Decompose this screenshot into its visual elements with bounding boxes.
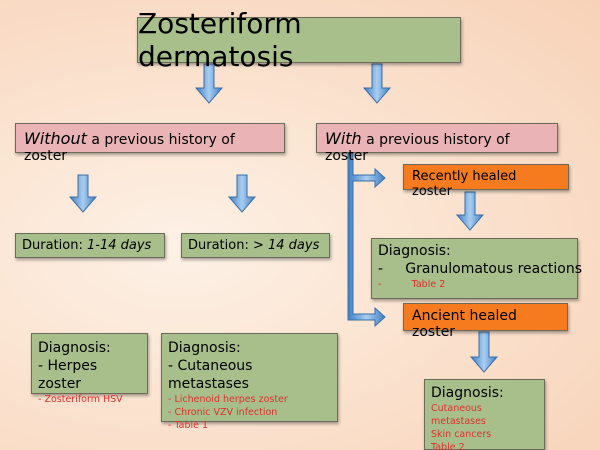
diagnosis-granulomatous-box: Diagnosis: - Granulomatous reactions - T… xyxy=(371,238,583,299)
diagnosis-heading: Diagnosis: xyxy=(378,243,451,259)
with-history-box: With a previous history of zoster xyxy=(316,123,558,164)
with-em: With xyxy=(325,129,362,148)
ancient-healed-label: Ancient healed zoster xyxy=(412,308,517,340)
diagnosis-sub: Skin cancers xyxy=(431,429,492,440)
duration-label: Duration: xyxy=(188,238,253,253)
arrow-down-icon xyxy=(362,63,392,104)
diagnosis-sub: - Table 2 xyxy=(378,279,446,290)
duration-label: Duration: xyxy=(22,238,87,253)
diagnosis-sub: - Zosteriform HSV xyxy=(38,394,123,405)
ancient-healed-box: Ancient healed zoster xyxy=(403,303,568,340)
duration-short-box: Duration: 1-14 days xyxy=(15,233,165,258)
branch-arrow-icon xyxy=(347,152,386,328)
diagnosis-heading: Diagnosis: xyxy=(168,340,241,356)
with-rest: a previous history of zoster xyxy=(325,132,510,164)
without-rest: a previous history of zoster xyxy=(24,132,235,164)
diagnosis-sub: Cutaneous metastases xyxy=(431,403,486,427)
diagnosis-cutaneous-box: Diagnosis: - Cutaneous metastases - Lich… xyxy=(161,333,338,431)
arrow-down-icon xyxy=(455,191,485,231)
without-history-box: Without a previous history of zoster xyxy=(15,123,285,164)
title: Zosteriform dermatosis xyxy=(138,7,302,73)
diagnosis-sub: - Chronic VZV infection xyxy=(168,407,278,418)
diagnosis-main: - Granulomatous reactions xyxy=(378,261,583,277)
arrow-down-icon xyxy=(68,174,98,213)
recently-healed-label: Recently healed zoster xyxy=(412,169,517,199)
diagnosis-sub: Table 2 xyxy=(431,442,465,450)
recently-healed-box: Recently healed zoster xyxy=(403,164,569,199)
title-box: Zosteriform dermatosis xyxy=(137,7,461,73)
arrow-down-icon xyxy=(194,63,224,104)
diagnosis-sub: - Lichenoid herpes zoster xyxy=(168,394,288,405)
duration-long-box: Duration: > 14 days xyxy=(181,233,330,258)
diagnosis-ancient-box: Diagnosis: Cutaneous metastases Skin can… xyxy=(424,379,545,450)
arrow-down-icon xyxy=(227,174,257,213)
diagnosis-main: - Herpes zoster xyxy=(38,358,98,392)
duration-value: 1-14 days xyxy=(86,238,152,253)
diagnosis-heading: Diagnosis: xyxy=(431,385,504,401)
duration-value: > 14 days xyxy=(252,238,320,253)
without-em: Without xyxy=(24,129,87,148)
arrow-down-icon xyxy=(469,331,499,373)
diagnosis-sub: - Table 1 xyxy=(168,420,209,431)
diagnosis-heading: Diagnosis: xyxy=(38,340,111,356)
diagnosis-herpes-box: Diagnosis: - Herpes zoster - Zosteriform… xyxy=(31,333,148,405)
diagnosis-main: - Cutaneous metastases xyxy=(168,358,253,392)
